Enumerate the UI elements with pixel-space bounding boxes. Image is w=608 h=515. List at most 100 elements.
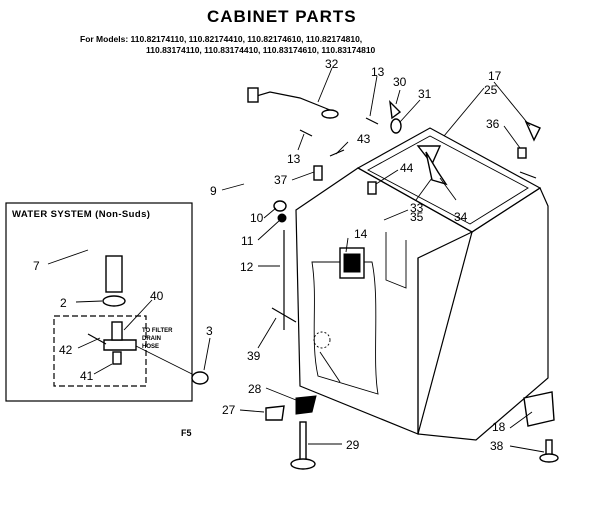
leader-7	[47, 249, 89, 265]
cabinet-cutaway	[311, 261, 379, 395]
callout-42: 42	[59, 343, 73, 357]
leader-9	[221, 183, 245, 191]
diagram-title: CABINET PARTS	[207, 7, 357, 26]
leader-42	[77, 337, 101, 349]
straight-hose	[105, 255, 123, 293]
callout-41: 41	[80, 369, 94, 383]
leader-41	[93, 363, 113, 375]
tee-plug	[112, 351, 122, 365]
leader-38	[509, 445, 545, 453]
leveling-foot-38	[539, 453, 559, 463]
leader-36	[503, 125, 521, 149]
top-hinge-right	[519, 171, 537, 179]
drain-note-line-3: HOSE	[142, 344, 159, 350]
clip-27	[265, 405, 285, 421]
leader-37	[291, 171, 315, 181]
leader-33	[383, 209, 409, 221]
leader-3	[203, 337, 211, 371]
leader-44	[375, 169, 399, 185]
callout-36: 36	[486, 117, 500, 131]
callout-33: 33	[410, 201, 424, 215]
leader-34	[439, 177, 457, 201]
callout-14: 14	[354, 227, 368, 241]
water-system-title: WATER SYSTEM (Non-Suds)	[12, 209, 150, 220]
hose-clamp	[102, 295, 126, 307]
cutaway-wire	[319, 351, 341, 383]
callout-25: 25	[484, 83, 498, 97]
elbow-hose-fill	[84, 223, 117, 250]
bolt-36	[517, 147, 527, 159]
callout-32: 32	[325, 57, 339, 71]
callout-2: 2	[60, 296, 67, 310]
leader-14	[345, 237, 349, 253]
callout-31: 31	[418, 87, 432, 101]
leader-35	[415, 177, 433, 201]
cutaway-wire-coil	[313, 331, 331, 349]
callout-29: 29	[346, 438, 360, 452]
leader-10	[263, 207, 277, 219]
leader-39	[257, 317, 277, 349]
callout-35: 35	[410, 210, 424, 224]
water-system-border	[5, 202, 193, 402]
cabinet-left-face	[295, 167, 474, 435]
top-bracket-vee	[425, 151, 448, 186]
callout-12: 12	[240, 260, 254, 274]
leveling-leg-29	[299, 421, 307, 461]
callout-43: 43	[357, 132, 371, 146]
leader-13-top	[369, 75, 378, 117]
callout-44: 44	[400, 161, 414, 175]
inner-bracket	[385, 232, 407, 289]
clamp-10	[273, 200, 287, 212]
bolt-37	[313, 165, 323, 181]
models-line-1: For Models: 110.82174110, 110.82174410, …	[80, 34, 362, 44]
models-line-2: 110.83174110, 110.83174410, 110.83174610…	[146, 45, 376, 55]
tee-connector	[103, 339, 137, 351]
callout-39: 39	[247, 349, 261, 363]
callout-9: 9	[210, 184, 217, 198]
harness-plug	[247, 87, 259, 103]
callout-13-top: 13	[371, 65, 385, 79]
drain-note-line-2: DRAIN	[142, 336, 161, 342]
leader-43	[335, 141, 349, 155]
foot-bracket-28	[295, 395, 317, 415]
tee-stem	[111, 321, 123, 341]
callout-28: 28	[248, 382, 262, 396]
leader-25	[443, 87, 485, 137]
leader-27	[239, 409, 265, 413]
callout-labels: 32 13 30 31 17 25 36 43 13 37 44 9 33 10…	[33, 57, 506, 453]
leader-2	[75, 300, 103, 303]
corner-bracket	[523, 391, 555, 427]
screw-13	[299, 129, 313, 137]
leader-lines	[47, 67, 545, 453]
hinge-17	[524, 120, 541, 142]
leader-32	[317, 67, 333, 103]
callout-7: 7	[33, 259, 40, 273]
leader-13	[297, 133, 305, 151]
clip-30	[389, 100, 402, 120]
leader-40	[123, 299, 153, 331]
callout-17: 17	[488, 69, 502, 83]
leader-18	[509, 411, 533, 429]
ring-3	[191, 371, 209, 385]
callout-38: 38	[490, 439, 504, 453]
callout-11: 11	[241, 234, 254, 248]
cabinet-body	[295, 127, 555, 441]
leader-11	[257, 219, 281, 241]
leader-30	[395, 89, 401, 105]
screw-39	[271, 307, 297, 323]
wire-harness	[249, 91, 331, 111]
callout-3: 3	[206, 324, 213, 338]
cabinet-top-inner	[367, 135, 529, 225]
screw-13-top	[365, 117, 379, 125]
figure-code: F5	[181, 428, 192, 438]
harness-grommet	[321, 109, 339, 119]
ring-31	[390, 118, 402, 134]
leader-28	[265, 387, 297, 401]
drain-note-line-1: TO FILTER	[142, 328, 173, 334]
leveling-foot-29	[290, 458, 316, 470]
leader-17	[493, 81, 531, 127]
callout-34: 34	[454, 210, 468, 224]
drain-note: TO FILTER DRAIN HOSE	[142, 328, 173, 350]
callout-27: 27	[222, 403, 236, 417]
